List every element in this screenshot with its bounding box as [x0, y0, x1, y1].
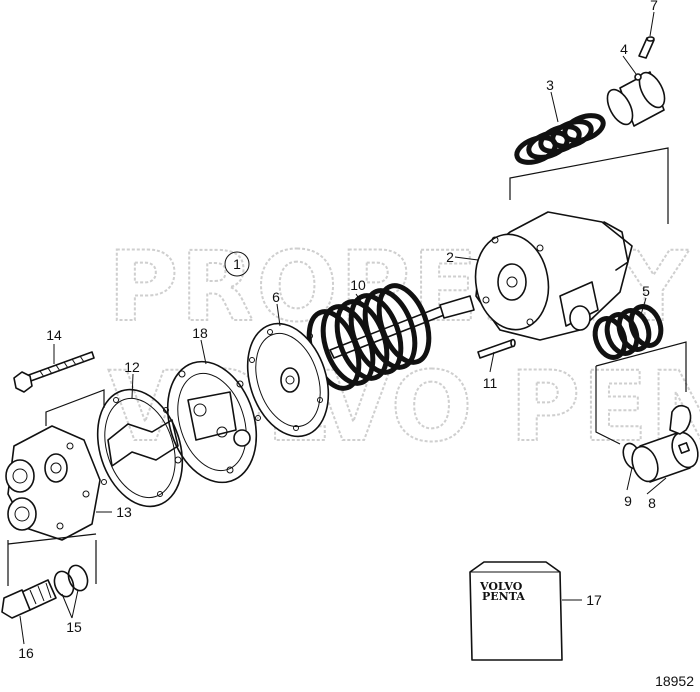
- callout-6: 6: [272, 289, 280, 305]
- callout-14: 14: [46, 327, 62, 343]
- callout-2: 2: [446, 249, 454, 265]
- bracket-13-14: [45, 389, 105, 426]
- callout-3: 3: [546, 77, 554, 93]
- part-8-valve-plug: [631, 404, 699, 483]
- bracket-5-8: [595, 341, 687, 445]
- kit-logo-line-2: PENTA: [482, 590, 525, 603]
- bracket-13-15: [7, 540, 97, 586]
- callout-15: 15: [66, 619, 82, 635]
- part-11-pin: [477, 338, 516, 359]
- callout-5: 5: [642, 283, 650, 299]
- assembly-marker: 1: [224, 251, 250, 277]
- callout-16: 16: [18, 645, 34, 661]
- callout-12: 12: [124, 359, 140, 375]
- part-18-kit: VOLVO PENTA: [469, 561, 563, 661]
- part-15-o-rings: [53, 564, 89, 598]
- callout-17: 18: [192, 325, 208, 341]
- part-7-pin: [638, 36, 655, 59]
- bracket-3-4: [509, 147, 669, 224]
- callout-13: 13: [116, 504, 132, 520]
- bracket-13-15-top: [7, 533, 97, 545]
- callout-labels: 7 4 3 2 5 6 10 11 8 9 12 18 14 13 15 16 …: [18, 0, 658, 661]
- assembly-marker-label: 1: [233, 256, 241, 272]
- callout-8: 8: [648, 495, 656, 511]
- part-13-cover: [5, 425, 101, 541]
- callout-9: 9: [624, 493, 632, 509]
- callout-7: 7: [650, 0, 658, 13]
- callout-4: 4: [620, 41, 628, 57]
- part-12-gasket: [96, 388, 184, 508]
- kit-logo-line-1: VOLVO: [479, 580, 523, 593]
- part-6-plate: [246, 322, 330, 438]
- leader-lines: [19, 11, 667, 645]
- part-4-sleeve: [606, 71, 666, 127]
- callout-18: 17: [586, 592, 602, 608]
- part-3-spring: [514, 113, 606, 165]
- callout-11: 11: [483, 375, 498, 391]
- part-5-spring: [592, 304, 664, 360]
- part-2-housing: [474, 211, 633, 341]
- part-17-pump-body: [166, 360, 258, 484]
- part-14-bolt: [13, 351, 95, 393]
- reference-number: 18952: [655, 673, 694, 689]
- part-16-plug: [1, 579, 57, 619]
- callout-10: 10: [350, 277, 366, 293]
- part-10-spring-rod: [306, 283, 475, 391]
